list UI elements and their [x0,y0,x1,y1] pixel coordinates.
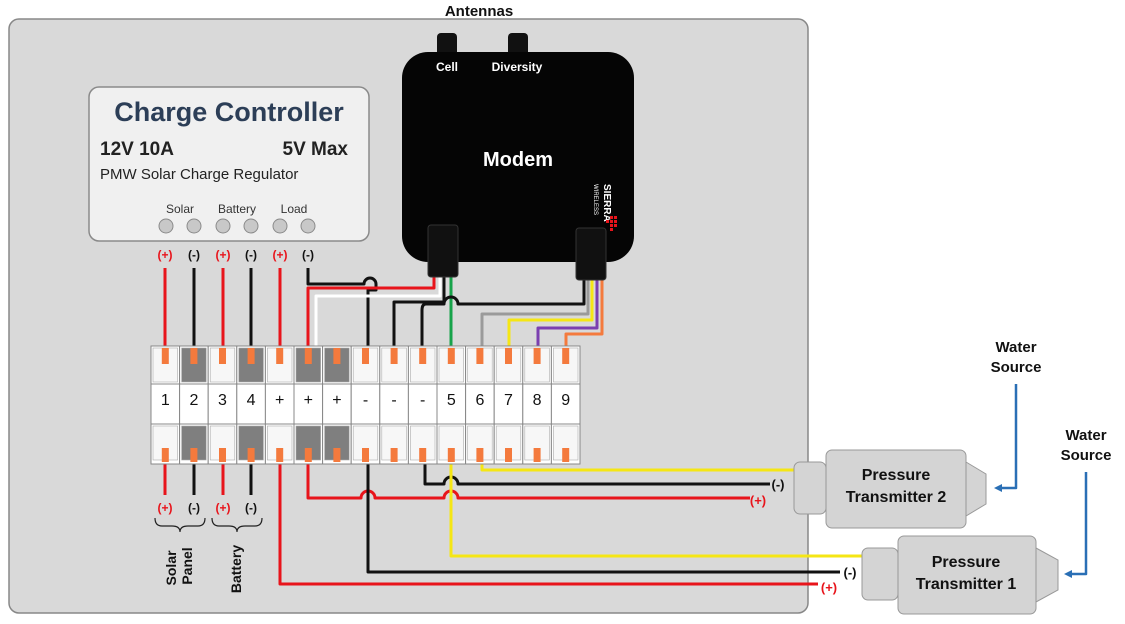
battery-label: Battery [228,545,244,593]
battery-brace [211,517,263,533]
terminal-label: - [391,392,396,409]
terminal-screw [186,218,202,234]
polarity-label: (-) [188,248,200,262]
terminal-screw [215,218,231,234]
terminal-5: + [264,345,295,465]
terminal-screw [272,218,288,234]
terminal-label: 9 [561,392,570,409]
charge-controller: Charge Controller 12V 10A 5V Max PMW Sol… [88,86,370,262]
terminal-screw [243,218,259,234]
terminal-screw [300,218,316,234]
terminal-label: 7 [504,392,513,409]
terminal-label: 1 [161,392,170,409]
terminal-8: - [350,345,381,465]
bottom-polarity: (+) [158,501,173,515]
terminal-label: + [304,392,313,409]
port-label-solar: Solar [166,202,194,216]
terminal-label: 5 [447,392,456,409]
water-arrow-1 [1064,570,1072,578]
sierra-logo: SIERRA [601,184,612,222]
sierra-logo-sub: WIRELESS [592,184,598,215]
terminal-1: 1 [150,345,181,465]
terminal-label: - [420,392,425,409]
terminal-label: 3 [218,392,227,409]
wires [163,268,1088,586]
terminal-6: + [293,345,324,465]
terminal-9: - [379,345,409,465]
terminal-block: 1 2 3 4 + + + - - - 5 6 7 8 9 [150,345,581,465]
terminal-14: 8 [522,345,552,465]
terminal-13: 7 [493,345,524,465]
water-source-2-line2: Source [991,359,1042,376]
transmitter-2-label-line1: Pressure [862,467,931,484]
pressure-transmitter-2: Pressure Transmitter 2 [793,449,987,529]
transmitter-1-pos: (+) [821,580,837,595]
terminal-11: 5 [436,345,467,465]
antennas-title: Antennas [445,3,513,20]
polarity-label: (-) [245,248,257,262]
pressure-transmitter-1: Pressure Transmitter 1 [861,535,1059,615]
water-source-1-line1: Water [1065,427,1106,444]
solar-panel-brace [154,517,206,533]
terminal-label: 4 [247,392,256,409]
modem-connector-power [427,224,459,278]
polarity-label: (+) [273,248,288,262]
charge-controller-title: Charge Controller [114,97,344,127]
terminal-4: 4 [236,345,266,465]
modem-label: Modem [483,149,553,171]
transmitter-2-label-line2: Transmitter 2 [846,489,947,506]
modem-connector-io [575,227,607,281]
terminal-15: 9 [550,345,581,465]
transmitter-2-pos: (+) [750,493,766,508]
solar-panel-label: Solar Panel [163,547,195,586]
transmitter-1-neg: (-) [844,565,857,580]
transmitter-1-label-line2: Transmitter 1 [916,576,1017,593]
terminal-7: + [322,345,352,465]
terminal-12: 6 [465,345,495,465]
bottom-polarity: (-) [188,501,200,515]
port-label-load: Load [281,202,308,216]
transmitter-1-label-line1: Pressure [932,554,1001,571]
terminal-2: 2 [179,345,209,465]
sierra-logo-mark [606,216,617,231]
port-label-battery: Battery [218,202,256,216]
modem: Cell Diversity Modem SIERRA WIRELESS [402,33,634,281]
solar-panel-label-line1: Solar [163,550,179,586]
bottom-polarity: (+) [216,501,231,515]
terminal-10: - [407,345,438,465]
solar-panel-label-line2: Panel [179,547,195,584]
transmitter-2-neg: (-) [772,477,785,492]
water-source-2-line1: Water [995,339,1036,356]
bottom-polarity: (-) [245,501,257,515]
terminal-label: - [363,392,368,409]
water-arrow-2 [994,484,1002,492]
antenna-label-cell: Cell [436,60,458,74]
terminal-label: + [275,392,284,409]
terminal-label: 8 [533,392,542,409]
terminal-screw [158,218,174,234]
terminal-label: 2 [189,392,198,409]
polarity-label: (-) [302,248,314,262]
antenna-label-diversity: Diversity [492,60,543,74]
charge-controller-subtitle: PMW Solar Charge Regulator [100,166,298,183]
polarity-label: (+) [216,248,231,262]
water-source-1-line2: Source [1061,447,1112,464]
terminal-label: + [332,392,341,409]
charge-controller-spec-left: 12V 10A [100,139,174,160]
polarity-label: (+) [158,248,173,262]
charge-controller-spec-right: 5V Max [283,139,349,160]
terminal-3: 3 [207,345,238,465]
terminal-label: 6 [475,392,484,409]
